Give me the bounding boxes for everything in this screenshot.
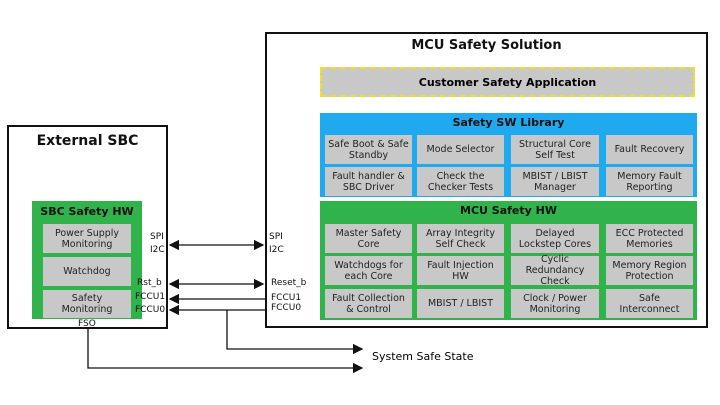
sw-library-item: MBIST / LBIST Manager (511, 167, 599, 196)
sbc-rst-label: Rst_b (137, 278, 162, 288)
sw-library-item: Structural Core Self Test (511, 135, 599, 164)
sw-library-title: Safety SW Library (452, 116, 565, 129)
mcu-hw-item: Watchdogs for each Core (325, 256, 412, 285)
mcu-hw-item: Cyclic Redundancy Check (511, 254, 599, 287)
mcu-hw-item: Delayed Lockstep Cores (511, 224, 599, 253)
mcu-hw-item: Master Safety Core (325, 224, 412, 253)
mcu-fccu1-label: FCCU1 (271, 293, 302, 303)
mcu-i2c-label: I2C (269, 245, 284, 255)
sw-library-item: Fault handler & SBC Driver (325, 167, 412, 196)
sbc-title: External SBC (36, 133, 139, 149)
mcu-hw-item: ECC Protected Memories (606, 224, 693, 253)
mcu-hw-item: Memory Region Protection (606, 256, 693, 285)
system-safe-state-label: System Safe State (372, 350, 474, 363)
sbc-safety-hw: SBC Safety HW Power Supply Monitoring Wa… (32, 201, 142, 319)
mcu-title: MCU Safety Solution (411, 38, 562, 53)
mcu-hw-item: MBIST / LBIST (417, 289, 504, 318)
sw-library-item: Fault Recovery (606, 135, 693, 164)
sbc-hw-title: SBC Safety HW (40, 205, 134, 218)
customer-safety-application: Customer Safety Application (320, 67, 695, 97)
mcu-fccu0-label: FCCU0 (271, 303, 302, 313)
sbc-fso-label: FSO (78, 319, 96, 329)
mcu-hw-title: MCU Safety HW (460, 204, 557, 217)
sw-library-item: Memory Fault Reporting (606, 167, 693, 196)
mcu-spi-label: SPI (269, 232, 283, 242)
sbc-fccu0-label: FCCU0 (135, 305, 166, 315)
mcu-hw-item: Array Integrity Self Check (417, 224, 504, 253)
sbc-i2c-label: I2C (150, 245, 165, 255)
sbc-item: Safety Monitoring (43, 290, 131, 318)
mcu-hw-item: Clock / Power Monitoring (511, 289, 599, 318)
mcu-hw-item: Fault Injection HW (417, 256, 504, 285)
fccu-safe-state-arrow (226, 310, 364, 355)
sbc-spi-label: SPI (150, 232, 164, 242)
sw-library-item: Safe Boot & Safe Standby (325, 135, 412, 164)
fso-safe-state-arrow (87, 329, 364, 374)
sw-library-item: Check the Checker Tests (417, 167, 504, 196)
sbc-item: Watchdog (43, 257, 131, 286)
mcu-hw-item: Fault Collection & Control (325, 289, 412, 318)
sbc-fccu1-label: FCCU1 (135, 292, 166, 302)
mcu-reset-label: Reset_b (271, 278, 307, 288)
sw-library-item: Mode Selector (417, 135, 504, 164)
mcu-hw-item: Safe Interconnect (606, 289, 693, 318)
sbc-item: Power Supply Monitoring (43, 224, 131, 253)
